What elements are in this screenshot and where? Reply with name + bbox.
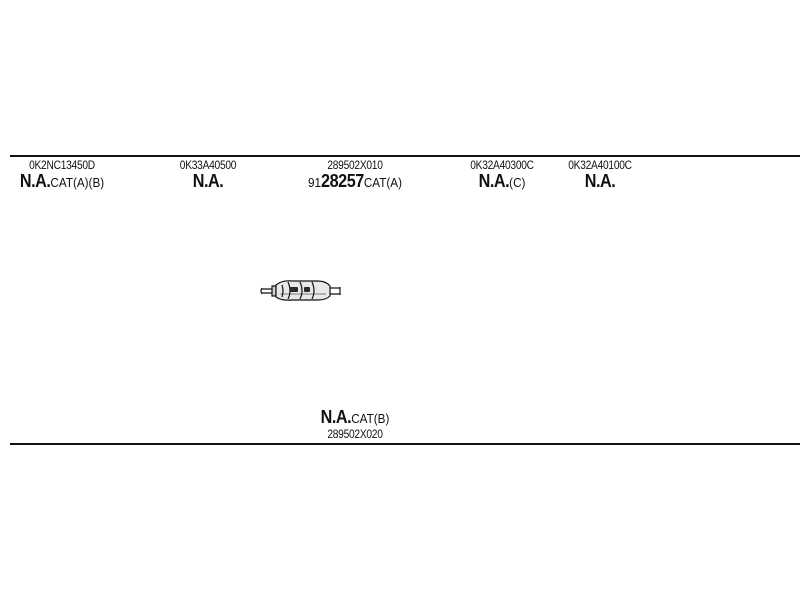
top-divider-line [10, 155, 800, 157]
availability-main: N.A. [192, 170, 224, 191]
availability-code: 9128257CAT(A) [308, 170, 402, 192]
catalytic-converter-icon[interactable] [260, 276, 342, 309]
part-block-0k33a40500[interactable]: 0K33A40500 N.A. [175, 159, 241, 191]
availability-code: N.A.CAT(A)(B) [19, 170, 105, 192]
part-block-0k2nc13450d[interactable]: 0K2NC13450D N.A.CAT(A)(B) [15, 159, 109, 191]
availability-code: N.A.(C) [468, 170, 535, 192]
availability-suffix: CAT(A)(B) [50, 174, 105, 190]
bottom-divider-line [10, 443, 800, 445]
part-number-label: 0K33A40500 [179, 158, 237, 172]
availability-code: N.A. [566, 170, 633, 192]
part-number-label: 0K32A40100C [568, 158, 632, 172]
part-number-label: 289502X010 [327, 158, 383, 172]
availability-suffix: CAT(B) [351, 411, 390, 426]
availability-main: N.A. [478, 170, 510, 191]
part-number-label: 0K32A40300C [470, 158, 534, 172]
code-prefix: 91 [308, 174, 322, 190]
part-block-0k32a40100c[interactable]: 0K32A40100C N.A. [563, 159, 638, 191]
availability-main: N.A. [584, 170, 616, 191]
part-number-label: 289502X020 [327, 426, 383, 441]
part-block-0k32a40300c[interactable]: 0K32A40300C N.A.(C) [465, 159, 540, 191]
availability-suffix: (C) [509, 174, 526, 190]
part-block-289502x020[interactable]: N.A.CAT(B) 289502X020 [317, 408, 393, 440]
part-block-289502x010[interactable]: 289502X010 9128257CAT(A) [303, 159, 407, 191]
availability-code: N.A.CAT(B) [321, 408, 390, 428]
availability-suffix: CAT(A) [363, 174, 402, 190]
part-number-label: 0K2NC13450D [29, 158, 95, 172]
availability-main: N.A. [19, 170, 51, 191]
availability-main: N.A. [320, 407, 352, 427]
availability-main: 28257 [321, 170, 364, 191]
availability-code: N.A. [178, 170, 238, 192]
